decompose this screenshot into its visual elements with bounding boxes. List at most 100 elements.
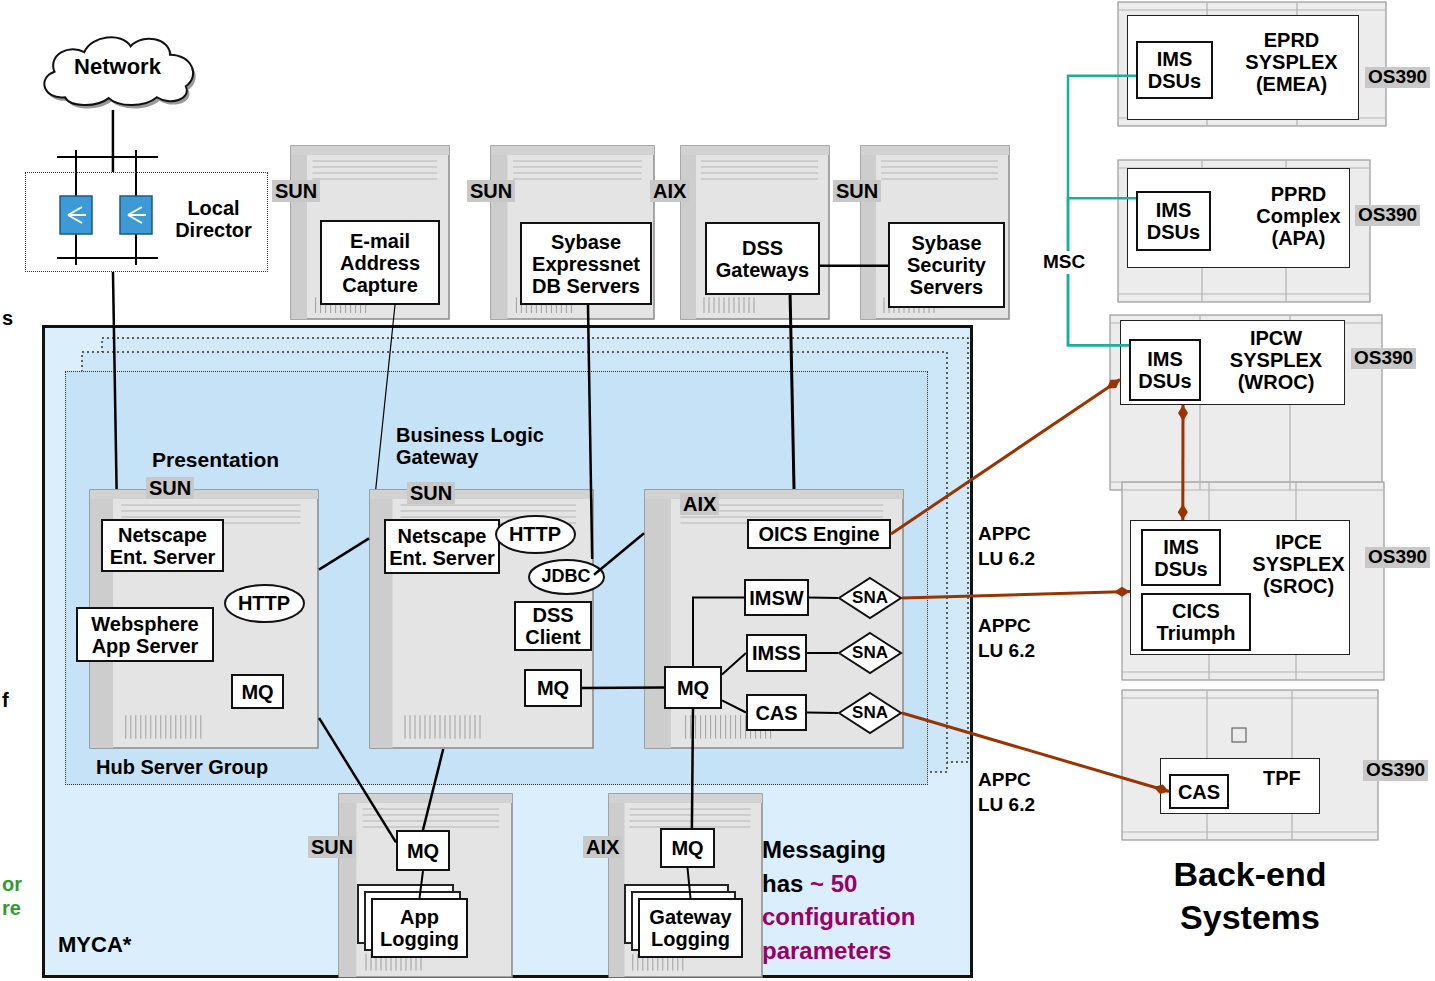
component-box: MQ	[396, 830, 450, 871]
component-box: E-mail Address Capture	[320, 220, 440, 305]
connector	[809, 597, 838, 600]
server: Netscape Ent. ServerHTTPWebsphere App Se…	[89, 489, 319, 749]
node-label: JDBC	[541, 567, 590, 587]
heading: Hub Server Group	[96, 756, 268, 778]
node-label: IMSS	[752, 642, 801, 664]
heading: MYCA*	[58, 933, 131, 957]
node-label: MQ	[241, 681, 273, 703]
annotation: f	[2, 688, 9, 712]
os-label: OS390	[1365, 547, 1430, 568]
annotation: APPC LU 6.2	[978, 768, 1056, 817]
server-group: Netscape Ent. ServerHTTPWebsphere App Se…	[65, 371, 928, 785]
node-label: HTTP	[509, 523, 561, 545]
protocol-diamond: SNA	[838, 632, 902, 674]
node-label: HTTP	[238, 592, 290, 614]
server: DSS GatewaysAIX	[680, 145, 830, 320]
node-label: CAS	[755, 702, 797, 724]
connector	[902, 592, 1130, 598]
node-label: Netscape Ent. Server	[106, 524, 219, 568]
component-box: Sybase Security Servers	[888, 222, 1005, 308]
server: Sybase Expressnet DB ServersSUN	[490, 145, 655, 320]
mainframe-system: IMS DSUsEPRD SYSPLEX (EMEA)OS390	[1127, 15, 1359, 120]
protocol-diamond: SNA	[838, 577, 902, 619]
node-label: Network	[74, 55, 161, 79]
component-box: IMS DSUs	[1136, 191, 1211, 251]
component-box: CAS	[1169, 774, 1229, 809]
node-label: IMSW	[749, 587, 803, 609]
os-label: SUN	[833, 180, 881, 202]
load-balancer-group: Local Director	[25, 172, 268, 272]
node-label: Sybase Security Servers	[893, 232, 1000, 298]
component-box: IMSW	[744, 579, 809, 616]
os-label: AIX	[583, 836, 622, 858]
mainframe-art	[1110, 2, 1386, 840]
protocol-diamond: SNA	[838, 692, 902, 734]
connector	[582, 686, 664, 689]
os-label: SUN	[407, 482, 455, 504]
local-director-switches	[57, 150, 158, 265]
component-box: DSS Client	[514, 601, 592, 651]
component-box: OICS Engine	[747, 519, 891, 549]
protocol-ellipse: HTTP	[495, 515, 576, 554]
connector	[722, 653, 746, 675]
connector	[693, 598, 744, 667]
node-label: SNA	[852, 644, 888, 663]
connector	[376, 305, 395, 489]
component-box: MQ	[660, 828, 715, 868]
node-label: IMS DSUs	[1146, 536, 1216, 580]
connector	[420, 871, 424, 898]
server: E-mail Address CaptureSUN	[290, 145, 450, 320]
node-label: Websphere App Server	[81, 613, 209, 657]
server: MQGateway LoggingAIX	[608, 793, 763, 978]
annotation: or	[2, 872, 22, 896]
node-label: IMS DSUs	[1141, 199, 1206, 243]
component-box: CICS Triumph	[1141, 593, 1251, 651]
heading: Presentation	[152, 448, 279, 471]
component-box: Websphere App Server	[76, 607, 214, 662]
server: MQApp LoggingSUN	[338, 793, 513, 978]
connector	[692, 709, 693, 828]
node-label: Gateway Logging	[643, 906, 738, 950]
node-label: DSS Gateways	[710, 237, 815, 281]
os-label: AIX	[650, 180, 689, 202]
component-box: IMS DSUs	[1129, 339, 1201, 401]
node-label: Sybase Expressnet DB Servers	[525, 231, 647, 297]
os-label: SUN	[308, 836, 356, 858]
component-box: IMS DSUs	[1141, 529, 1221, 586]
node-label: Netscape Ent. Server	[389, 525, 495, 569]
component-box: IMS DSUs	[1136, 41, 1213, 99]
component-box: MQ	[231, 674, 284, 709]
node-label: IMS DSUs	[1134, 348, 1196, 392]
node-label: E-mail Address Capture	[325, 230, 435, 296]
node-label: CICS Triumph	[1146, 600, 1246, 644]
node-label: MQ	[671, 837, 703, 859]
network-cloud: Network	[30, 25, 205, 110]
server: Netscape Ent. Server HTTP JDBC DSS ClientMQ…	[369, 489, 594, 749]
component-box: DSS Gateways	[705, 222, 820, 295]
connector	[588, 305, 592, 559]
connector	[807, 712, 838, 715]
heading: IPCW SYSPLEX (WROC)	[1211, 327, 1341, 393]
component-box: Netscape Ent. Server	[101, 519, 224, 572]
os-label: AIX	[680, 493, 719, 515]
connector	[113, 272, 117, 489]
mainframe-system: IMS DSUsCICS TriumphIPCE SYSPLEX (SROC)O…	[1130, 520, 1350, 655]
component-box: MQ	[524, 669, 582, 707]
node-label: SNA	[852, 704, 888, 723]
component-box: Sybase Expressnet DB Servers	[520, 222, 652, 305]
node-label: CAS	[1178, 781, 1220, 803]
connector	[790, 295, 794, 489]
node-label: MQ	[407, 840, 439, 862]
os-label: OS390	[1355, 205, 1420, 226]
heading: TPF	[1263, 767, 1301, 789]
server: OICS EngineIMSWSNAIMSSSNAMQCASSNAAIX	[644, 489, 904, 749]
os-label: SUN	[467, 180, 515, 202]
heading: PPRD Complex (APA)	[1251, 183, 1346, 249]
connector	[112, 110, 115, 172]
connector	[902, 713, 1169, 792]
os-label: SUN	[272, 180, 320, 202]
annotation: APPC LU 6.2	[978, 522, 1056, 571]
heading: IPCE SYSPLEX (SROC)	[1246, 531, 1351, 597]
annotation: re	[2, 896, 21, 920]
connector	[722, 700, 746, 712]
